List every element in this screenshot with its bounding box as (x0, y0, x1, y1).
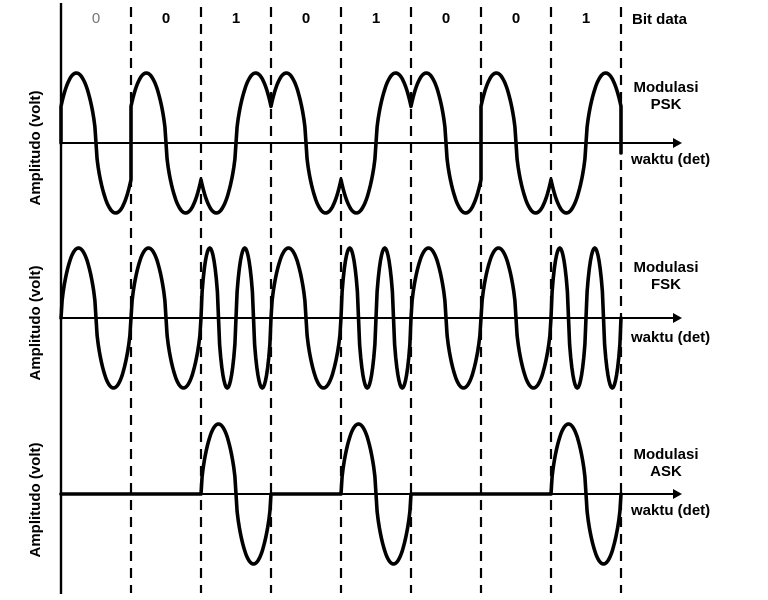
psk-time-axis-label: waktu (det) (631, 151, 711, 168)
bit-value-5: 0 (441, 10, 451, 27)
ask-axis-arrowhead (673, 489, 682, 499)
ask-modulation-label-line1: Modulasi (633, 446, 699, 463)
bit-value-3: 0 (301, 10, 311, 27)
psk-waveform (59, 71, 623, 215)
ask-amplitude-axis-label: Amplitudo (volt) (27, 442, 44, 558)
bit-value-0: 0 (91, 10, 101, 27)
fsk-modulation-label-line2: FSK (651, 276, 681, 293)
fsk-modulation-label-line1: Modulasi (633, 259, 699, 276)
fsk-time-axis-label: waktu (det) (631, 329, 711, 346)
fsk-waveform (59, 246, 623, 390)
bit-data-label: Bit data (632, 11, 688, 28)
bit-value-4: 1 (371, 10, 381, 27)
bit-value-1: 0 (161, 10, 171, 27)
ask-modulation-label-line2: ASK (650, 463, 682, 480)
fsk-amplitude-axis-label: Amplitudo (volt) (27, 265, 44, 381)
ask-modulation-label: Modulasi ASK (620, 446, 712, 480)
bit-value-2: 1 (231, 10, 241, 27)
psk-axis-arrowhead (673, 138, 682, 148)
psk-amplitude-axis-label: Amplitudo (volt) (27, 90, 44, 206)
fsk-modulation-label: Modulasi FSK (620, 259, 712, 293)
ask-time-axis-label: waktu (det) (631, 502, 711, 519)
fsk-axis-arrowhead (673, 313, 682, 323)
ask-waveform (59, 422, 623, 566)
bit-value-6: 0 (511, 10, 521, 27)
bit-value-7: 1 (581, 10, 591, 27)
psk-modulation-label-line1: Modulasi (633, 79, 699, 96)
psk-modulation-label: Modulasi PSK (620, 79, 712, 113)
psk-modulation-label-line2: PSK (650, 96, 682, 113)
